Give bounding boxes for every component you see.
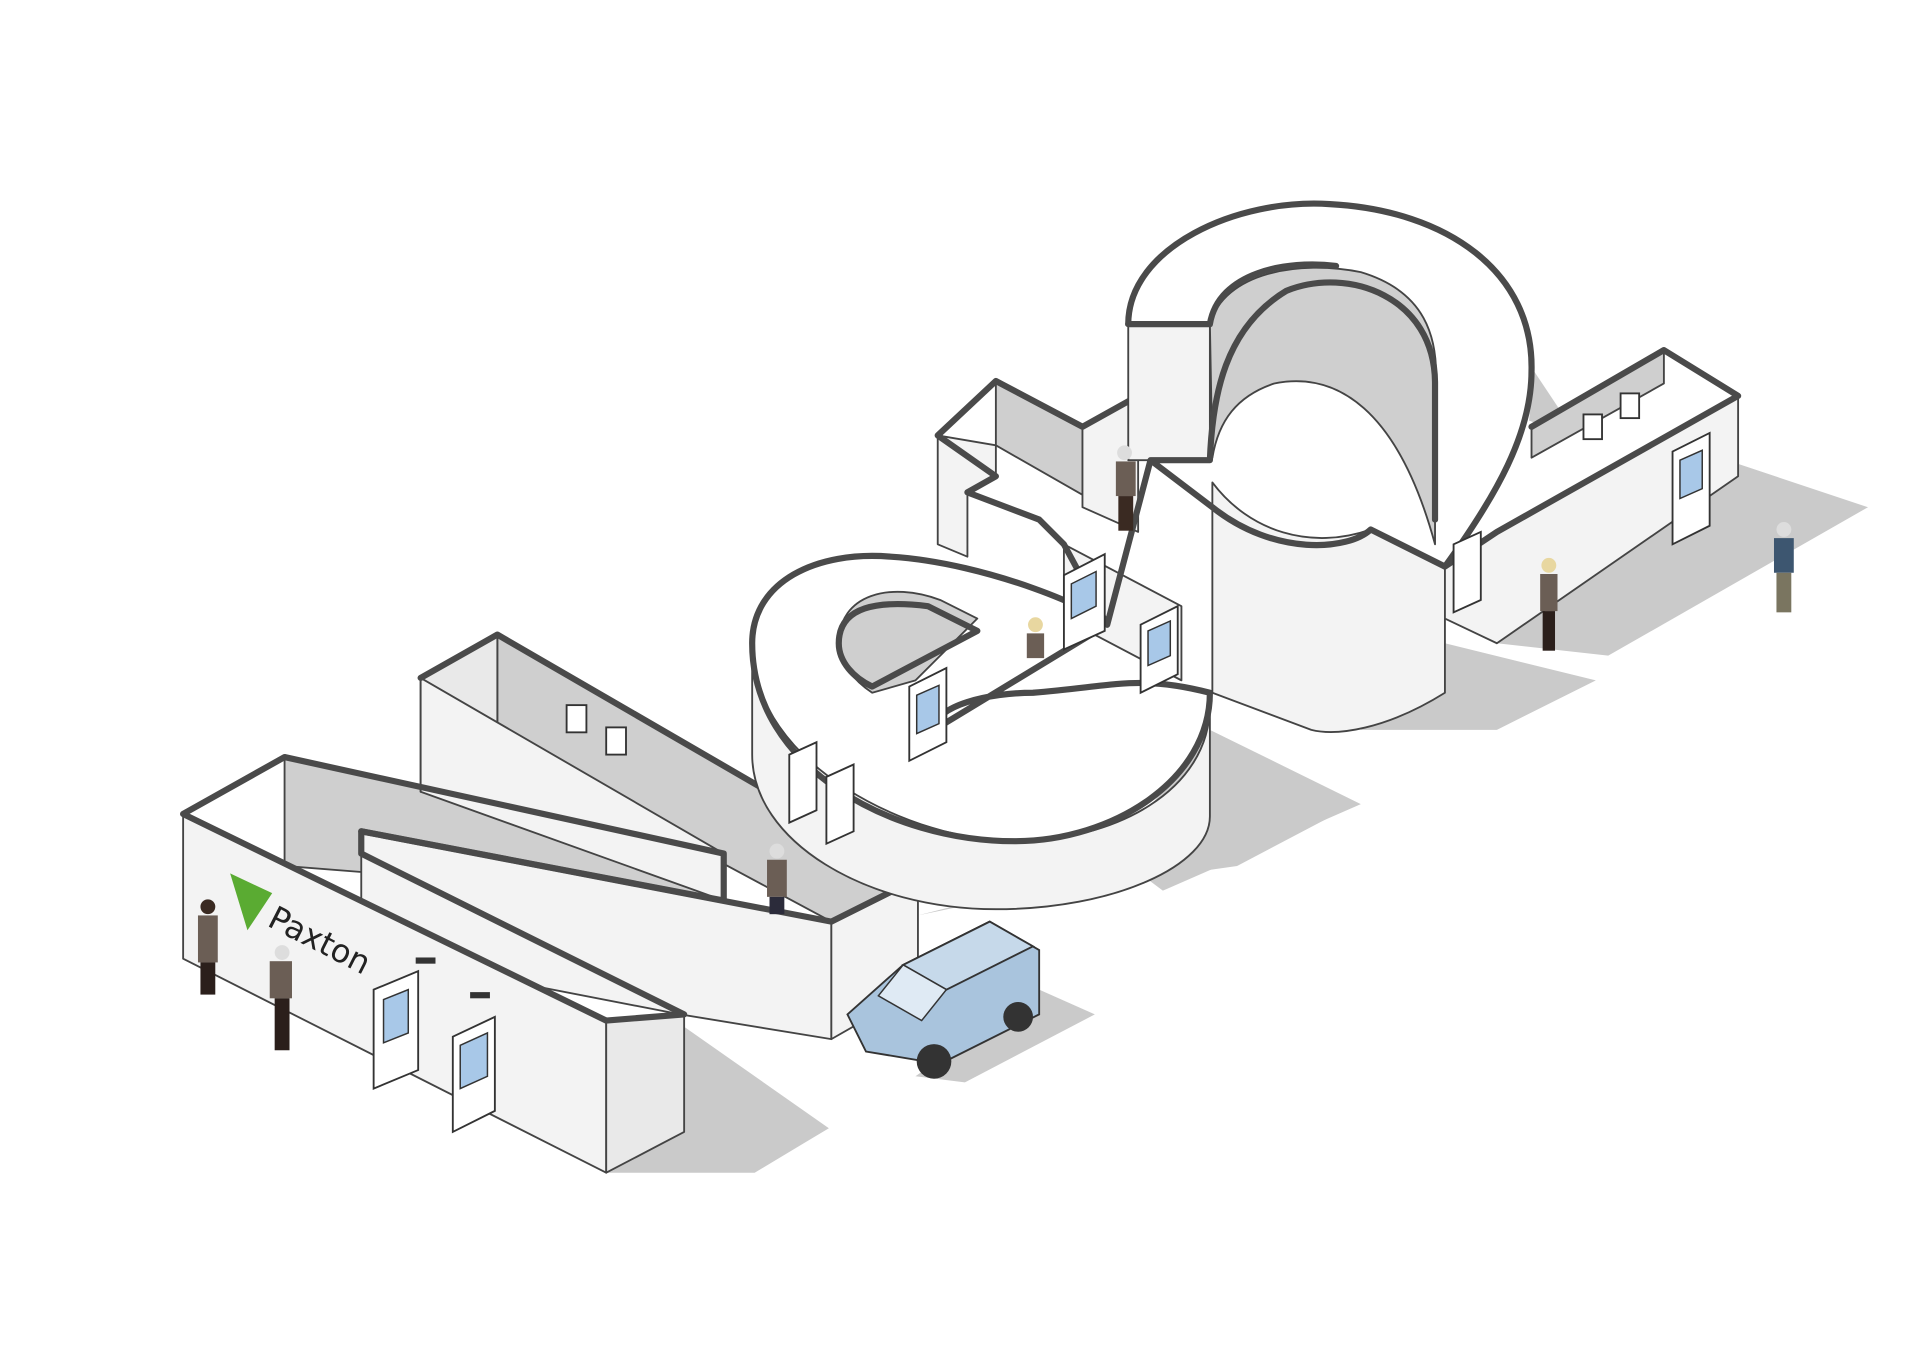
person: [1115, 445, 1136, 531]
person: [1773, 522, 1794, 613]
right-wing-building: [1441, 346, 1742, 645]
door: [788, 740, 818, 825]
window: [1582, 413, 1603, 441]
person: [1026, 617, 1045, 659]
people: [197, 445, 1794, 1051]
person: [269, 945, 292, 1051]
wheel: [916, 1044, 952, 1079]
window: [565, 704, 588, 734]
person: [197, 899, 218, 995]
wheel: [1003, 1002, 1033, 1032]
van: [846, 920, 1041, 1079]
person: [767, 843, 787, 915]
letter-n-building: [180, 631, 922, 1174]
letter-2-building: [1125, 200, 1535, 733]
person: [1540, 557, 1558, 651]
door: [1452, 530, 1482, 614]
paxton-logo-mark: [230, 873, 273, 931]
door: [825, 763, 855, 846]
letter-t-building: [934, 377, 1213, 695]
window: [1619, 392, 1641, 420]
letter-e-building: [749, 552, 1213, 911]
window: [605, 726, 627, 756]
